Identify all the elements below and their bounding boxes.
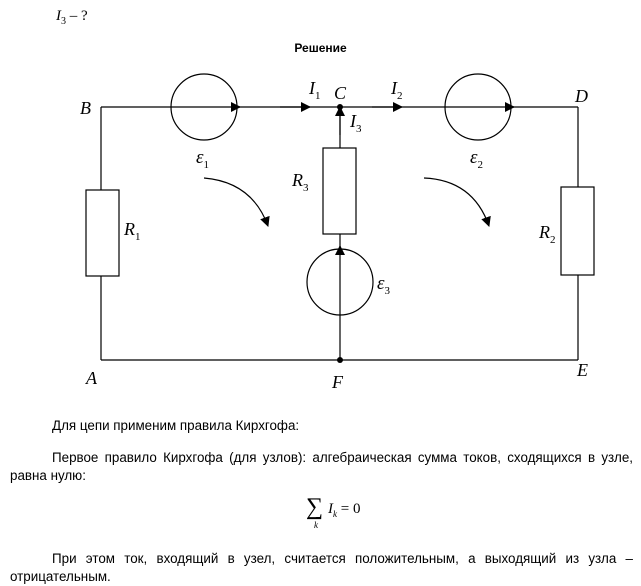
resistor-label-r2: R2	[538, 222, 556, 246]
resistor-r2	[560, 186, 595, 276]
resistor-r3	[322, 147, 357, 235]
emf-label-e2: ε2	[470, 147, 483, 171]
resistor-r1	[85, 189, 120, 277]
node-label-e: E	[576, 360, 588, 380]
formula-sum-currents: ∑ k Ik = 0	[306, 494, 376, 534]
paragraph-first-rule: Первое правило Кирхгофа (для узлов): алг…	[10, 450, 633, 483]
node-label-b: B	[80, 98, 91, 118]
formula-var: I	[328, 501, 333, 517]
formula-rhs: = 0	[337, 501, 361, 517]
question-rest: – ?	[66, 8, 88, 24]
node-label-f: F	[331, 372, 344, 392]
junction-c	[337, 104, 343, 110]
loop-arrow-left	[203, 177, 270, 227]
paragraph-kirchhoff-intro: Для цепи применим правила Кирхгофа:	[52, 418, 300, 433]
formula-expression: Ik = 0	[328, 501, 361, 519]
current-label-i1: I1	[308, 78, 321, 102]
junction-f	[337, 357, 343, 363]
node-label-d: D	[574, 86, 588, 106]
question-sub: 3	[61, 16, 66, 27]
paragraph-sign-convention: При этом ток, входящий в узел, считается…	[10, 551, 633, 584]
question-var: I	[56, 8, 61, 24]
circuit-diagram: B C D A F E I1 I2 I3 R1 R2 R3 ε1 ε2 ε3	[80, 73, 595, 392]
node-label-a: A	[85, 368, 98, 388]
emf-label-e1: ε1	[196, 147, 209, 171]
current-label-i2: I2	[390, 78, 403, 102]
emf-label-e3: ε3	[377, 273, 391, 297]
resistor-label-r3: R3	[291, 170, 309, 194]
question-line: I3 – ?	[56, 8, 88, 27]
solution-heading: Решение	[294, 41, 347, 55]
current-label-i3: I3	[349, 111, 362, 135]
node-label-c: C	[334, 83, 347, 103]
loop-arrow-right	[423, 177, 491, 227]
sum-index: k	[314, 520, 318, 530]
resistor-label-r1: R1	[123, 219, 141, 243]
sigma-symbol: ∑	[306, 494, 324, 520]
formula-var-sub: k	[333, 509, 337, 519]
